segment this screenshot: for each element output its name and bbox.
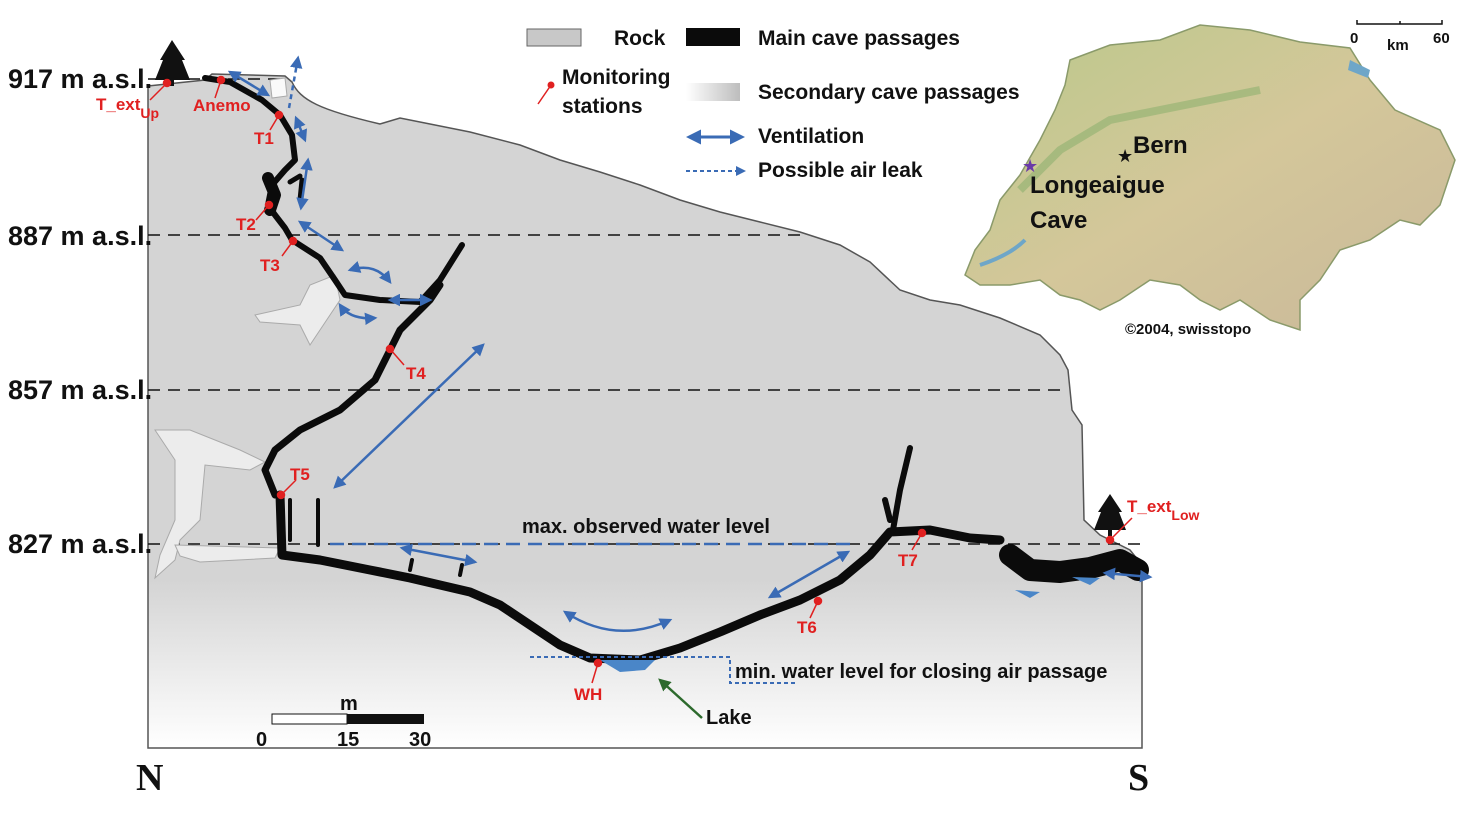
station-label-t1: T1: [254, 129, 274, 148]
legend-secondary-swatch: [686, 83, 740, 101]
cave-location-star-icon: ★: [1022, 156, 1038, 176]
tree-icon-lower: [1094, 494, 1126, 536]
min-water-level-line: [530, 656, 795, 684]
station-label-t6: T6: [797, 618, 817, 637]
elevation-label-857: 857 m a.s.l.: [8, 375, 152, 405]
station-label-anemo: Anemo: [193, 96, 251, 115]
legend: Rock Main cave passages Monitoring stati…: [526, 27, 1020, 182]
station-label-wh: WH: [574, 685, 602, 704]
compass-south: S: [1128, 757, 1149, 799]
map-scale-end: 60: [1433, 30, 1450, 47]
legend-main-label: Main cave passages: [758, 27, 960, 50]
station-label-t2: T2: [236, 215, 256, 234]
station-label-t3: T3: [260, 256, 280, 275]
water-bodies: [600, 577, 1100, 672]
tree-icon-upper: [155, 40, 190, 86]
map-scale-bar: 0 km 60: [1350, 20, 1450, 54]
map-label-cave-2: Cave: [1030, 207, 1087, 234]
scale-tick-0: 0: [256, 729, 267, 751]
lake-label: Lake: [706, 707, 752, 729]
elevation-label-827: 827 m a.s.l.: [8, 529, 152, 559]
map-scale-unit: km: [1387, 37, 1409, 54]
elevation-label-917: 917 m a.s.l.: [8, 64, 152, 94]
monitoring-station-markers: [149, 75, 1133, 684]
legend-main-swatch: [686, 28, 740, 46]
legend-ventilation-label: Ventilation: [758, 125, 864, 148]
scale-unit: m: [340, 693, 358, 715]
compass-north: N: [136, 757, 163, 799]
elevation-label-887: 887 m a.s.l.: [8, 221, 152, 251]
legend-monitoring-label-1: Monitoring: [562, 66, 670, 89]
map-scale-start: 0: [1350, 30, 1358, 47]
scale-bar: m 0 15 30: [256, 693, 431, 751]
scale-tick-30: 30: [409, 729, 431, 751]
station-label-t-ext-low: T_extLow: [1127, 497, 1200, 523]
station-label-t5: T5: [290, 465, 310, 484]
secondary-passages: [154, 77, 341, 580]
station-label-t-ext-up: T_extUp: [96, 95, 159, 121]
scale-tick-15: 15: [337, 729, 359, 751]
legend-rock-swatch: [526, 28, 582, 47]
legend-station-swatch: [537, 81, 555, 105]
ventilation-arrows: [227, 70, 1153, 632]
min-water-level-label: min. water level for closing air passage: [735, 661, 1107, 683]
legend-monitoring-label-2: stations: [562, 95, 643, 118]
legend-rock-label: Rock: [614, 27, 666, 50]
legend-air-leak-label: Possible air leak: [758, 159, 923, 182]
map-label-cave-1: Longeaigue: [1030, 172, 1165, 199]
bern-star-icon: ★: [1117, 146, 1133, 166]
max-water-level-label: max. observed water level: [522, 516, 770, 538]
lake-pointer-arrow: [658, 678, 703, 719]
map-label-bern: Bern: [1133, 132, 1188, 159]
legend-secondary-label: Secondary cave passages: [758, 81, 1020, 104]
map-credit: ©2004, swisstopo: [1125, 321, 1251, 338]
station-label-t7: T7: [898, 551, 918, 570]
switzerland-inset-map: ★ ★ Bern Longeaigue Cave ©2004, swisstop…: [964, 20, 1456, 338]
station-label-t4: T4: [406, 364, 426, 383]
